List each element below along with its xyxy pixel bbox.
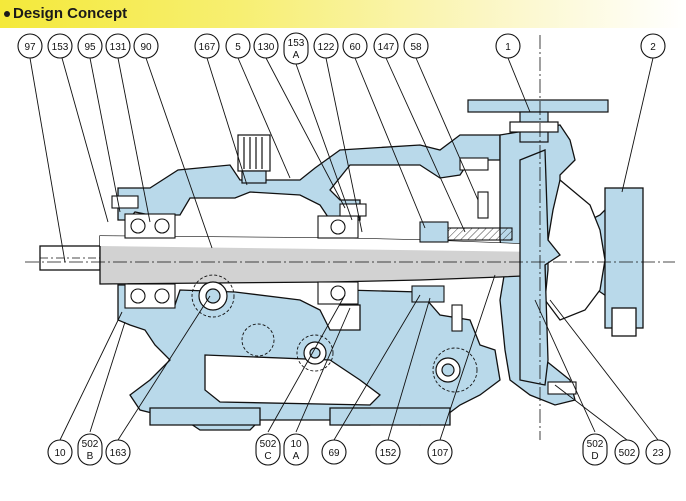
svg-text:107: 107 [432, 448, 449, 459]
shaft [39, 235, 546, 285]
callout-10: 10 [47, 439, 73, 465]
bullet-icon [4, 11, 10, 17]
bolts [111, 157, 577, 395]
top-handwheel [467, 99, 609, 143]
callout-97: 97 [17, 33, 43, 59]
callout-10a: 10A [283, 433, 309, 466]
svg-text:167: 167 [199, 42, 216, 53]
callout-23: 23 [645, 439, 671, 465]
svg-text:502: 502 [82, 439, 99, 450]
svg-text:153: 153 [288, 38, 305, 49]
svg-text:69: 69 [328, 448, 340, 459]
svg-text:2: 2 [650, 42, 656, 53]
svg-text:147: 147 [378, 42, 395, 53]
svg-text:C: C [264, 451, 271, 462]
svg-text:131: 131 [110, 42, 127, 53]
callout-95: 95 [77, 33, 103, 59]
svg-text:A: A [293, 451, 300, 462]
callout-90: 90 [133, 33, 159, 59]
svg-text:122: 122 [318, 42, 335, 53]
callout-147: 147 [373, 33, 399, 59]
svg-text:1: 1 [505, 42, 511, 53]
callout-5: 5 [225, 33, 251, 59]
svg-text:23: 23 [652, 448, 664, 459]
svg-text:10: 10 [290, 439, 302, 450]
svg-text:163: 163 [110, 448, 127, 459]
svg-text:10: 10 [54, 448, 66, 459]
callout-163: 163 [105, 439, 131, 465]
callout-153: 153 [47, 33, 73, 59]
mechanical-seal [411, 221, 513, 332]
callout-502: 502 [614, 439, 640, 465]
svg-text:D: D [591, 451, 598, 462]
section-title: Design Concept [13, 5, 128, 22]
svg-text:502: 502 [619, 448, 636, 459]
svg-text:95: 95 [84, 42, 96, 53]
svg-text:97: 97 [24, 42, 36, 53]
svg-text:152: 152 [380, 448, 397, 459]
callout-1: 1 [495, 33, 521, 59]
callout-122: 122 [313, 33, 339, 59]
callout-152: 152 [375, 439, 401, 465]
callout-167: 167 [194, 33, 220, 59]
front-bearing [124, 213, 176, 309]
callout-130: 130 [253, 33, 279, 59]
section-header: Design Concept [0, 0, 686, 28]
svg-text:5: 5 [235, 42, 241, 53]
svg-text:130: 130 [258, 42, 275, 53]
callout-60: 60 [342, 33, 368, 59]
svg-text:502: 502 [260, 439, 277, 450]
callout-107: 107 [427, 439, 453, 465]
svg-text:B: B [87, 451, 94, 462]
callout-131: 131 [105, 33, 131, 59]
svg-text:153: 153 [52, 42, 69, 53]
callout-69: 69 [321, 439, 347, 465]
svg-text:502: 502 [587, 439, 604, 450]
svg-text:90: 90 [140, 42, 152, 53]
callout-2: 2 [640, 33, 666, 59]
rear-bearing [317, 215, 359, 305]
vent-plug [237, 134, 271, 184]
svg-text:58: 58 [410, 42, 422, 53]
svg-text:60: 60 [349, 42, 361, 53]
callout-58: 58 [403, 33, 429, 59]
svg-text:A: A [293, 50, 300, 61]
dashed-circles [191, 274, 478, 393]
leader-lines [29, 57, 659, 441]
